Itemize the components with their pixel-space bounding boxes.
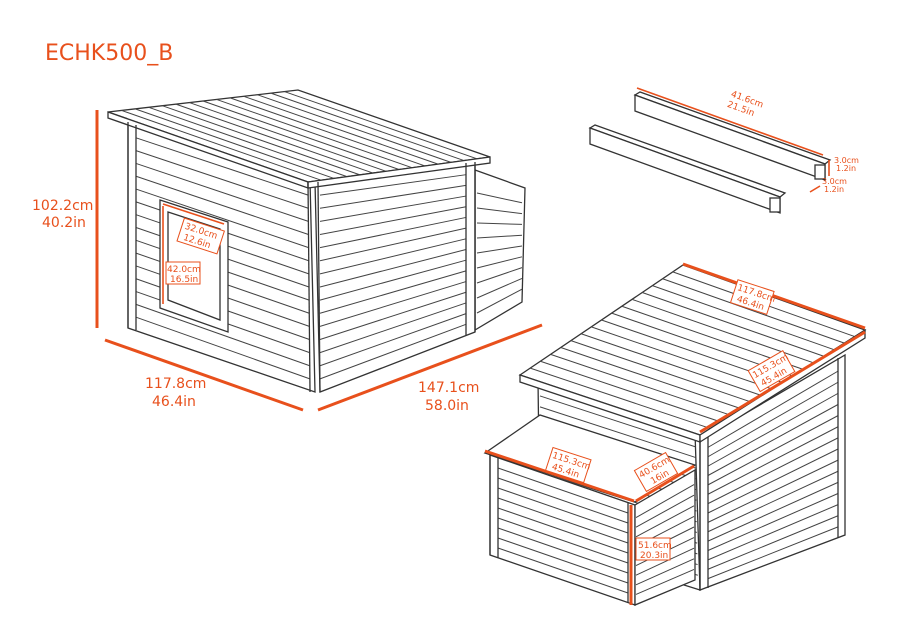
slat-lines bbox=[497, 467, 629, 594]
exploded-kennel-view bbox=[483, 264, 867, 606]
width-in: 58.0in bbox=[425, 398, 469, 414]
slat-lines bbox=[707, 370, 839, 580]
bar-height-cm: 3.0cm bbox=[834, 156, 859, 165]
height-cm: 102.2cm bbox=[32, 198, 93, 214]
bar-depth-in: 1.2in bbox=[824, 185, 844, 194]
assembled-kennel-view bbox=[107, 89, 526, 393]
width-cm: 147.1cm bbox=[418, 380, 479, 396]
depth-dim-line bbox=[104, 338, 304, 412]
slat-lines bbox=[319, 174, 467, 380]
extension-height-cm: 51.6cm bbox=[638, 541, 672, 551]
width-dim-line bbox=[317, 323, 543, 412]
door-height-cm: 42.0cm bbox=[167, 265, 201, 275]
slat-lines bbox=[121, 91, 478, 181]
door-height-in: 16.5in bbox=[170, 275, 198, 285]
height-in: 40.2in bbox=[42, 215, 86, 231]
product-title: ECHK500_B bbox=[45, 41, 173, 66]
depth-cm: 117.8cm bbox=[145, 376, 206, 392]
slat-lines bbox=[476, 192, 523, 314]
bar-depth-cm: 3.0cm bbox=[822, 177, 847, 186]
extension-height-in: 20.3in bbox=[640, 551, 668, 561]
bar-height-in: 1.2in bbox=[836, 164, 856, 173]
depth-in: 46.4in bbox=[152, 394, 196, 410]
support-bars bbox=[588, 91, 832, 214]
